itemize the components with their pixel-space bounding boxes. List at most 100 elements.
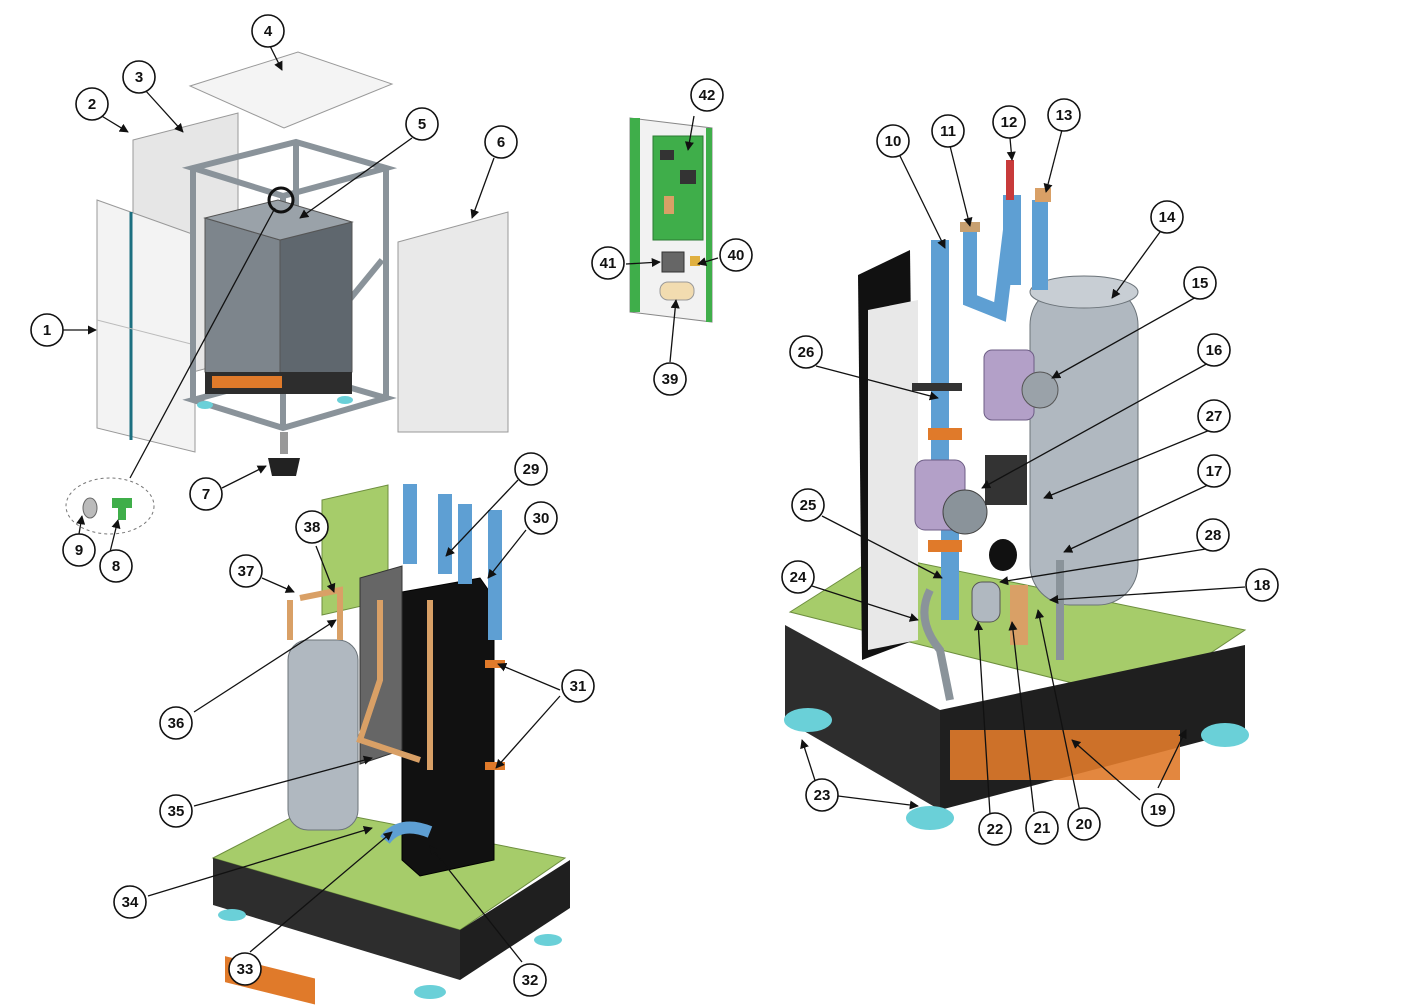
callout-42: 42 bbox=[690, 78, 724, 112]
callout-circle bbox=[228, 952, 262, 986]
callout-circle bbox=[251, 14, 285, 48]
callout-number: 23 bbox=[814, 787, 831, 804]
callout-circle bbox=[805, 778, 839, 812]
callout-34: 34 bbox=[113, 885, 147, 919]
callout-1: 1 bbox=[30, 313, 64, 347]
callout-number: 35 bbox=[168, 803, 185, 820]
callout-circle bbox=[1197, 399, 1231, 433]
callout-number: 34 bbox=[122, 894, 139, 911]
callout-circle bbox=[113, 885, 147, 919]
callout-circle bbox=[1196, 518, 1230, 552]
callout-circle bbox=[1197, 454, 1231, 488]
callout-number: 17 bbox=[1206, 463, 1223, 480]
callout-number: 20 bbox=[1076, 816, 1093, 833]
callout-circle bbox=[122, 60, 156, 94]
callout-number: 2 bbox=[88, 96, 96, 113]
callout-41: 41 bbox=[591, 246, 625, 280]
callout-number: 13 bbox=[1056, 107, 1073, 124]
callout-number: 15 bbox=[1192, 275, 1209, 292]
callout-number: 32 bbox=[522, 972, 539, 989]
callout-circle bbox=[931, 114, 965, 148]
callout-circle bbox=[1047, 98, 1081, 132]
callout-14: 14 bbox=[1150, 200, 1184, 234]
callout-16: 16 bbox=[1197, 333, 1231, 367]
top-cover bbox=[188, 51, 394, 129]
callout-number: 8 bbox=[112, 558, 120, 575]
callout-circle bbox=[1245, 568, 1279, 602]
callout-circle bbox=[978, 812, 1012, 846]
callout-circle bbox=[561, 669, 595, 703]
callout-circle bbox=[1067, 807, 1101, 841]
callout-circle bbox=[1197, 333, 1231, 367]
callout-number: 42 bbox=[699, 87, 716, 104]
callout-36: 36 bbox=[159, 706, 193, 740]
callout-circle bbox=[992, 105, 1026, 139]
callout-circle bbox=[789, 335, 823, 369]
relay-block bbox=[661, 251, 685, 273]
callout-number: 41 bbox=[600, 255, 617, 272]
callout-number: 36 bbox=[168, 715, 185, 732]
callout-number: 24 bbox=[790, 569, 807, 586]
callout-35: 35 bbox=[159, 794, 193, 828]
screw-cap bbox=[82, 497, 98, 519]
inner-unit-body bbox=[204, 217, 281, 393]
callout-29: 29 bbox=[514, 452, 548, 486]
callout-number: 10 bbox=[885, 133, 902, 150]
front-panel bbox=[96, 199, 196, 453]
callout-24: 24 bbox=[781, 560, 815, 594]
callout-circle bbox=[75, 87, 109, 121]
callout-number: 26 bbox=[798, 344, 815, 361]
callout-circle bbox=[513, 963, 547, 997]
callout-number: 39 bbox=[662, 371, 679, 388]
callout-17: 17 bbox=[1197, 454, 1231, 488]
callout-32: 32 bbox=[513, 963, 547, 997]
side-panel-right bbox=[397, 211, 509, 433]
callout-number: 12 bbox=[1001, 114, 1018, 131]
callout-21: 21 bbox=[1025, 811, 1059, 845]
leader-lines bbox=[63, 45, 1246, 963]
callout-circle bbox=[295, 510, 329, 544]
callout-27: 27 bbox=[1197, 399, 1231, 433]
callout-5: 5 bbox=[405, 107, 439, 141]
callout-circle bbox=[159, 706, 193, 740]
callout-7: 7 bbox=[189, 477, 223, 511]
callout-11: 11 bbox=[931, 114, 965, 148]
callout-40: 40 bbox=[719, 238, 753, 272]
callout-circle bbox=[30, 313, 64, 347]
callout-number: 31 bbox=[570, 678, 587, 695]
callout-circle bbox=[591, 246, 625, 280]
callout-number: 27 bbox=[1206, 408, 1223, 425]
callout-number: 4 bbox=[264, 23, 273, 40]
callout-number: 9 bbox=[75, 542, 83, 559]
callout-10: 10 bbox=[876, 124, 910, 158]
callout-circle bbox=[159, 794, 193, 828]
callout-number: 6 bbox=[497, 134, 505, 151]
control-board-view bbox=[629, 117, 713, 323]
callout-circle bbox=[791, 488, 825, 522]
callout-number: 38 bbox=[304, 519, 321, 536]
callout-number: 3 bbox=[135, 69, 143, 86]
callout-number: 29 bbox=[523, 461, 540, 478]
adjustable-foot bbox=[268, 432, 300, 476]
capacitor bbox=[659, 281, 695, 301]
callout-circle bbox=[653, 362, 687, 396]
callout-26: 26 bbox=[789, 335, 823, 369]
callout-number: 30 bbox=[533, 510, 550, 527]
callout-8: 8 bbox=[99, 549, 133, 583]
callout-circle bbox=[876, 124, 910, 158]
callout-22: 22 bbox=[978, 812, 1012, 846]
callout-circle bbox=[62, 533, 96, 567]
callout-circle bbox=[189, 477, 223, 511]
callout-15: 15 bbox=[1183, 266, 1217, 300]
callout-number: 21 bbox=[1034, 820, 1051, 837]
callout-9: 9 bbox=[62, 533, 96, 567]
callout-circle bbox=[229, 554, 263, 588]
callout-38: 38 bbox=[295, 510, 329, 544]
callout-circle bbox=[514, 452, 548, 486]
compressor bbox=[1029, 284, 1139, 606]
callout-number: 22 bbox=[987, 821, 1004, 838]
callout-37: 37 bbox=[229, 554, 263, 588]
callout-number: 25 bbox=[800, 497, 817, 514]
